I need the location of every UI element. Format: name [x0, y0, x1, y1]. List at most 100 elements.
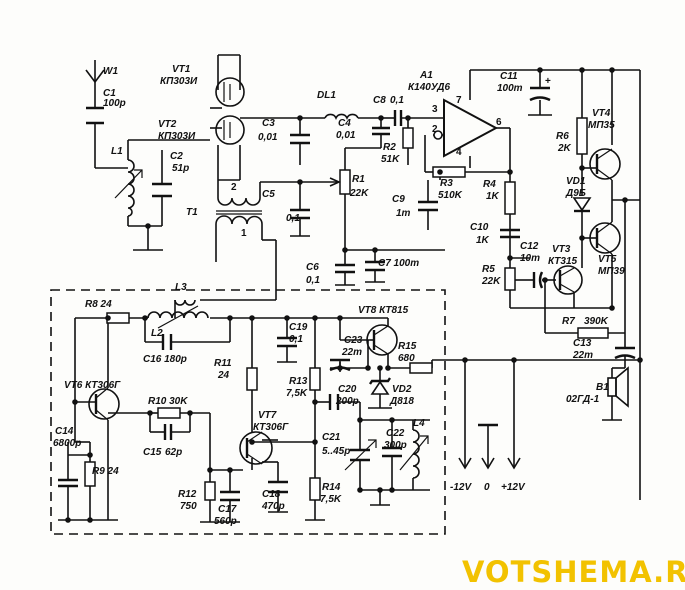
label-vt4-type: МП35	[588, 120, 615, 131]
label-c18-value: 470p	[261, 501, 285, 512]
label-c23: C23	[344, 335, 363, 346]
label-r12-value: 750	[180, 501, 197, 512]
label-vt5: VT5	[598, 254, 617, 265]
label-b1-type: 02ГД-1	[566, 394, 600, 405]
label-r15-value: 680	[398, 353, 415, 364]
inductor-l4	[399, 429, 429, 479]
label-c17: C17	[218, 504, 237, 515]
label-vt7-type: КТ306Г	[253, 422, 289, 433]
resistor-r4	[504, 181, 516, 215]
resistor-r6	[576, 117, 588, 155]
capacitor-c5	[290, 208, 310, 220]
label-r4: R4	[483, 179, 496, 190]
capacitor-c19	[277, 336, 297, 348]
capacitor-c16	[161, 334, 173, 350]
label-l4: L4	[413, 418, 425, 429]
label-r2: R2	[383, 142, 396, 153]
label-pin7: 7	[456, 95, 462, 106]
label-w1: W1	[103, 66, 118, 77]
resistor-r9	[84, 461, 96, 487]
label-vd2: VD2	[392, 384, 412, 395]
transistor-vt4	[589, 148, 621, 181]
resistor-r11	[246, 367, 258, 391]
label-c22-value: 300p	[384, 440, 407, 451]
resistor-r13	[309, 367, 321, 391]
label-vd2-type: Д818	[389, 396, 414, 407]
label-c14: C14	[55, 426, 74, 437]
inductor-l3	[147, 299, 209, 329]
label-c17-value: 560p	[214, 516, 237, 527]
label-c13: C13	[573, 338, 592, 349]
transistor-vt8	[366, 324, 398, 356]
label-c2-value: 51p	[172, 163, 189, 174]
zener-vd2	[369, 377, 391, 395]
capacitor-c13	[614, 346, 636, 360]
label-r12: R12	[178, 489, 197, 500]
label-c18: C18	[262, 489, 281, 500]
label-c3-value: 0,01	[258, 132, 278, 143]
capacitor-c21	[344, 439, 377, 471]
capacitor-c10	[500, 228, 520, 239]
capacitor-c18	[268, 480, 288, 494]
capacitor-c3	[290, 133, 310, 145]
label-r2-value: 51K	[381, 154, 400, 165]
rf-module-boundary	[50, 289, 446, 535]
label-vd1: VD1	[566, 176, 586, 187]
label-r14: R14	[322, 482, 341, 493]
label-r4-value: 1K	[486, 191, 500, 202]
label-vt2-type: КП303И	[158, 131, 196, 142]
label-vd1-type: Д9Б	[565, 188, 586, 199]
resistor-r2	[402, 127, 414, 149]
label-c10-value: 1K	[476, 235, 490, 246]
label-r11-value: 24	[217, 370, 230, 381]
capacitor-c2	[152, 182, 172, 198]
capacitor-c9	[418, 200, 438, 212]
label-c9: C9	[392, 194, 405, 205]
label-c13-value: 22m	[572, 350, 593, 361]
label-vt7: VT7	[258, 410, 277, 421]
label-c3: C3	[262, 118, 275, 129]
label-t1-pin1: 1	[241, 228, 247, 239]
label-c14-value: 6800p	[53, 438, 81, 449]
label-r15: R15	[398, 341, 417, 352]
resistor-r14	[309, 477, 321, 501]
label-r5-value: 22K	[481, 276, 501, 287]
capacitor-c6	[335, 263, 355, 274]
inductor-l1	[114, 159, 143, 217]
label-vt1-type: КП303И	[160, 76, 198, 87]
label-vt2: VT2	[158, 119, 177, 130]
capacitor-c11: +	[529, 76, 551, 102]
label-c21: C21	[322, 432, 341, 443]
label-vt6: VT6 КТ306Г	[64, 380, 121, 391]
label-r13: R13	[289, 376, 308, 387]
capacitor-c20	[328, 394, 340, 410]
label-r7: R7	[562, 316, 575, 327]
label-c10: C10	[470, 222, 489, 233]
resistor-r15	[409, 362, 433, 374]
label-r5: R5	[482, 264, 495, 275]
transistor-vt3	[553, 265, 583, 295]
label-c7: C7 100m	[378, 258, 419, 269]
transformer-t1	[215, 197, 263, 225]
label-r6-value: 2K	[557, 143, 572, 154]
transistor-vt6	[88, 387, 120, 421]
label-c5-value: 0,1	[286, 213, 300, 224]
diode-vd1	[572, 197, 592, 213]
label-l2: L2	[151, 328, 163, 339]
label-vt8: VT8 КТ815	[358, 305, 409, 316]
fet-vt1	[215, 77, 245, 107]
resistor-r7	[577, 327, 609, 339]
label-plus-12v: +12V	[501, 482, 526, 493]
label-r13-value: 7,5K	[286, 388, 308, 399]
label-c1-value: 100p	[103, 98, 126, 109]
label-r3: R3	[440, 178, 453, 189]
label-t1-pin2: 2	[231, 182, 237, 193]
capacitor-c7	[365, 260, 385, 272]
label-l3: L3	[175, 282, 187, 293]
label-c6: C6	[306, 262, 319, 273]
label-c2: C2	[170, 151, 183, 162]
capacitor-c22	[382, 446, 402, 458]
label-r14-value: 7,5K	[320, 494, 342, 505]
